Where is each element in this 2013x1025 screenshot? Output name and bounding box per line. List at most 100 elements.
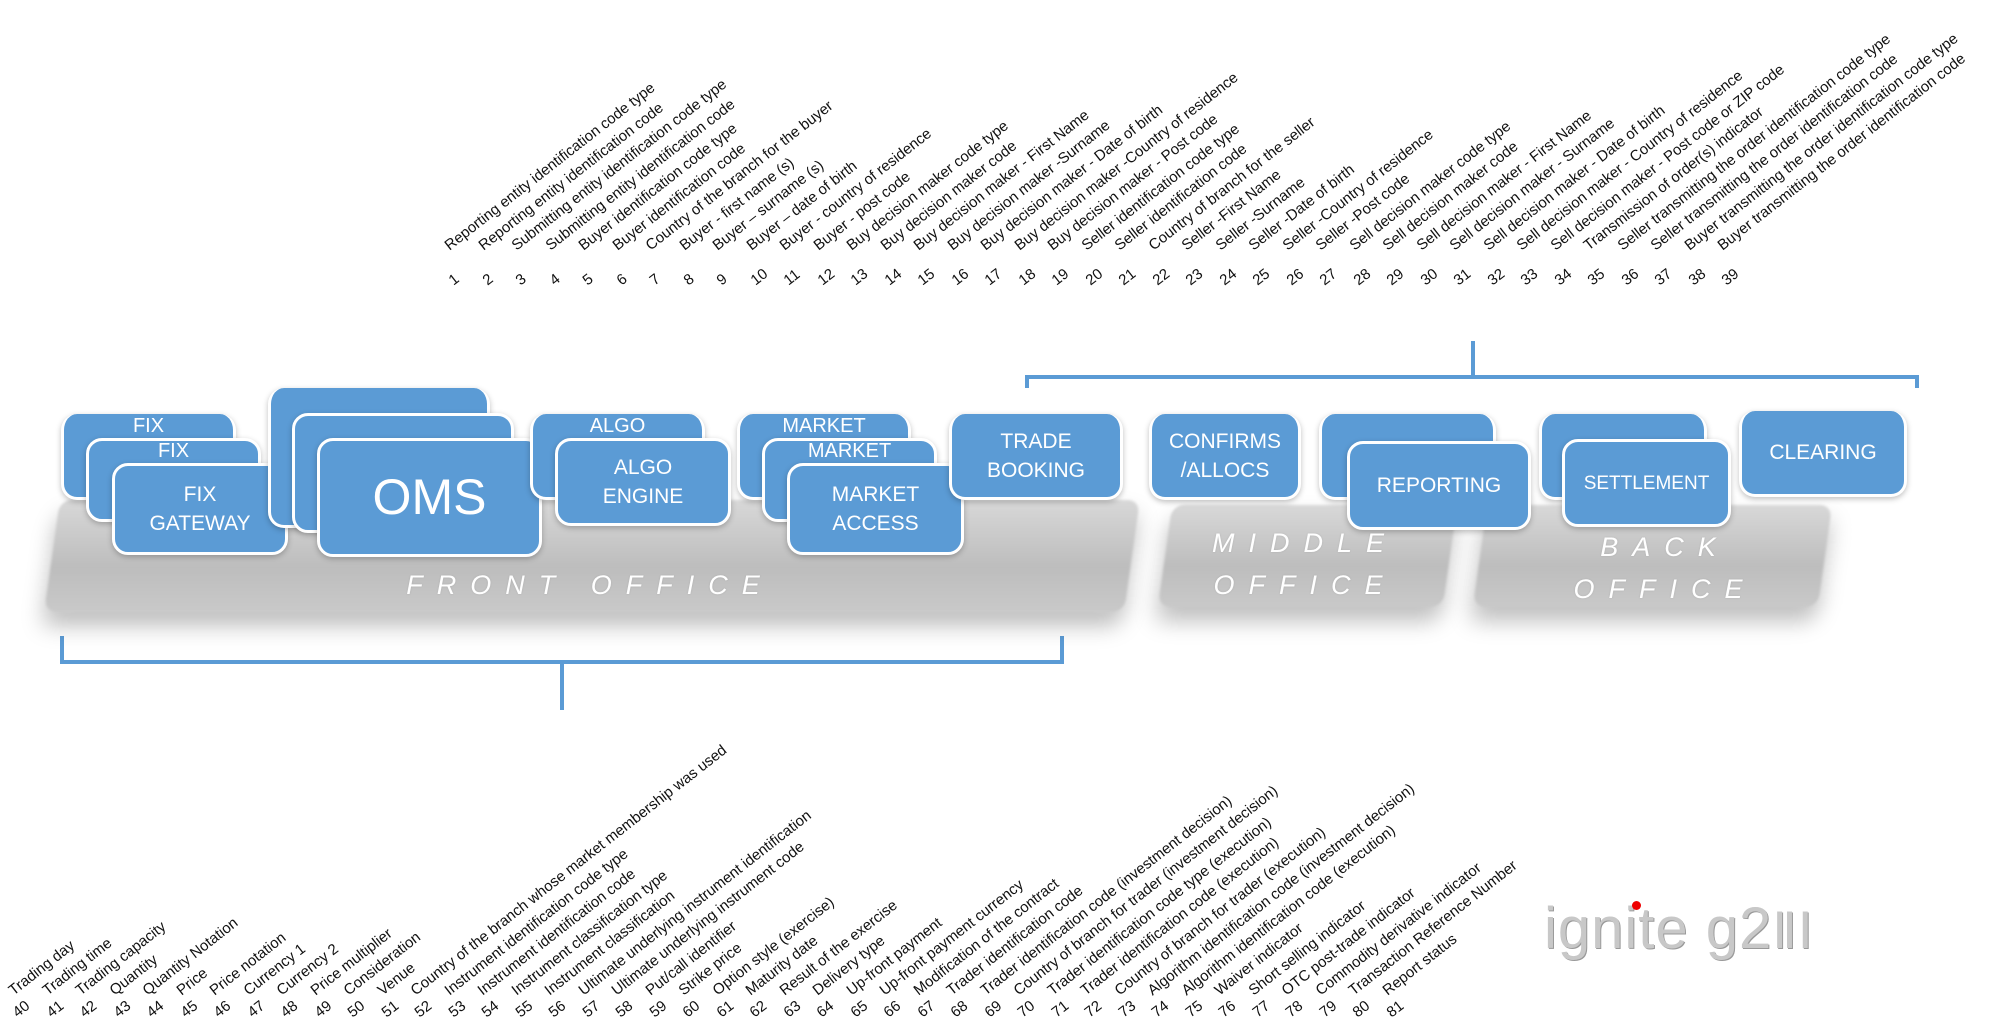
top-field-number: 29 [1383,265,1408,289]
bottom-field-number: 72 [1081,997,1106,1021]
bottom-field-number: 44 [143,997,168,1021]
bottom-field-number: 62 [746,997,771,1021]
bottom-field-number: 77 [1249,997,1273,1021]
back-office-label: BACK OFFICE [1573,532,1757,604]
top-field-number: 4 [546,270,564,289]
top-field-number: 31 [1450,265,1475,289]
bottom-field-number: 71 [1048,997,1072,1021]
top-field-number: 8 [680,270,698,289]
ignite-logo: ignite g2ⅡⅠ [1544,896,1814,961]
top-field-number: 26 [1283,265,1307,289]
bottom-field-number: 59 [646,997,670,1021]
bottom-field-number: 64 [813,997,838,1021]
top-field-number: 35 [1584,265,1609,289]
top-field-number: 16 [948,265,972,289]
bottom-field-number: 66 [880,997,905,1021]
top-field-number: 12 [814,265,838,289]
top-field-number: 13 [847,265,872,289]
top-field-number: 36 [1618,265,1642,289]
oms-box[interactable]: OMS [317,438,542,557]
bottom-field-number: 78 [1282,997,1307,1021]
bottom-field-number: 53 [445,997,469,1021]
bottom-bracket-right-end [1060,636,1064,664]
bottom-field-number: 52 [411,997,436,1021]
middle-office-label: MIDDLE OFFICE [1211,528,1398,600]
bottom-field-number: 57 [579,997,603,1021]
settlement-box[interactable]: SETTLEMENT [1562,439,1731,527]
bottom-field-number: 50 [344,997,369,1021]
bottom-field-number: 43 [110,997,134,1021]
algo-engine-box[interactable]: ALGO ENGINE [555,438,731,526]
top-bracket-left-end [1025,375,1029,388]
top-field-number: 14 [881,265,905,289]
bottom-field-number: 42 [76,997,101,1021]
bottom-field-number: 80 [1349,997,1374,1021]
bottom-field-number: 63 [780,997,804,1021]
bottom-field-number: 75 [1182,997,1206,1021]
bottom-field-number: 46 [210,997,235,1021]
clearing-box[interactable]: CLEARING [1739,411,1907,497]
bottom-field-number: 54 [478,997,503,1021]
top-field-number: 38 [1685,265,1709,289]
bottom-field-number: 56 [545,997,570,1021]
market-access-box[interactable]: MARKET ACCESS [787,463,964,555]
bottom-field-number: 69 [981,997,1005,1021]
top-field-number: 27 [1316,265,1341,289]
top-field-number: 1 [445,270,463,289]
bottom-field-number: 65 [847,997,871,1021]
bottom-field-number: 61 [713,997,737,1021]
top-field-number: 25 [1249,265,1274,289]
bottom-field-number: 68 [947,997,972,1021]
top-field-number: 17 [981,265,1006,289]
bottom-field-number: 76 [1215,997,1240,1021]
bottom-field-number: 58 [612,997,637,1021]
confirms-allocs-box[interactable]: CONFIRMS /ALLOCS [1149,414,1301,500]
top-field-number: 15 [914,265,939,289]
top-field-number: 9 [713,270,731,289]
bottom-bracket-left-end [60,636,64,664]
bottom-field-number: 79 [1316,997,1340,1021]
top-field-number: 21 [1115,265,1140,289]
trade-booking-box[interactable]: TRADE BOOKING [949,414,1123,500]
top-field-number: 2 [479,270,497,289]
top-field-number: 37 [1651,265,1676,289]
bottom-field-number: 40 [9,997,34,1021]
bottom-field-number: 70 [1014,997,1039,1021]
top-field-number: 20 [1082,265,1106,289]
bottom-field-number: 51 [378,997,402,1021]
front-office-label: FRONT OFFICE [406,570,774,600]
top-field-number: 30 [1417,265,1441,289]
top-field-number: 18 [1015,265,1039,289]
reporting-box[interactable]: REPORTING [1347,441,1531,530]
bottom-field-number: 47 [244,997,268,1021]
top-bracket-stub [1471,341,1475,379]
top-field-number: 33 [1517,265,1542,289]
bottom-field-number: 81 [1383,997,1407,1021]
top-field-number: 7 [646,270,664,289]
top-field-number: 10 [747,265,771,289]
fix-gateway-box[interactable]: FIX GATEWAY [112,463,288,555]
bottom-field-number: 48 [277,997,302,1021]
bottom-field-number: 60 [679,997,704,1021]
top-field-number: 11 [780,266,804,289]
bottom-field-number: 55 [512,997,536,1021]
logo-dot [1632,901,1641,910]
top-bracket-right-end [1915,375,1919,388]
bottom-field-number: 45 [177,997,201,1021]
top-bracket [1025,375,1919,379]
top-field-number: 39 [1718,265,1743,289]
top-field-number: 34 [1551,265,1575,289]
top-field-number: 22 [1149,265,1173,289]
top-field-number: 28 [1350,265,1374,289]
top-field-number: 5 [579,270,597,289]
bottom-field-number: 49 [311,997,335,1021]
top-field-number: 6 [613,270,631,289]
bottom-bracket-stub [560,660,564,710]
top-field-number: 32 [1484,265,1508,289]
bottom-field-number: 67 [914,997,938,1021]
bottom-field-number: 41 [43,997,67,1021]
top-field-number: 24 [1216,265,1240,289]
pillars-icon: ⅡⅠ [1772,903,1814,959]
top-field-number: 3 [512,270,530,289]
bottom-field-number: 74 [1148,997,1173,1021]
